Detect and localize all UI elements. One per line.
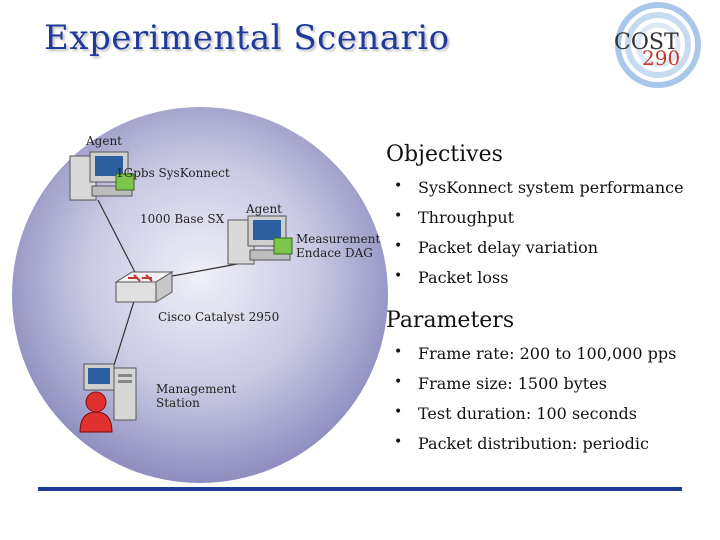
list-item: •SysKonnect system performance xyxy=(394,178,684,197)
bullet-icon: • xyxy=(394,178,403,194)
parameters-list: •Frame rate: 200 to 100,000 pps •Frame s… xyxy=(394,344,676,464)
list-item: •Frame size: 1500 bytes xyxy=(394,374,607,393)
computer-icon xyxy=(69,151,135,201)
parameters-heading: Parameters xyxy=(386,308,515,333)
slide-title: Experimental Scenario xyxy=(44,18,450,58)
management-computer-icon xyxy=(83,363,137,421)
bullet-icon: • xyxy=(394,238,403,254)
link-sx-label: 1000 Base SX xyxy=(140,212,225,226)
bullet-icon: • xyxy=(394,208,403,224)
bullet-icon: • xyxy=(394,404,403,420)
agent-top-label: Agent xyxy=(86,134,122,148)
list-item: •Frame rate: 200 to 100,000 pps xyxy=(394,344,677,363)
logo-text-290: 290 xyxy=(642,46,681,70)
objectives-heading: Objectives xyxy=(386,142,503,167)
user-icon xyxy=(79,391,113,433)
list-item: •Throughput xyxy=(394,208,515,227)
list-item: •Packet distribution: periodic xyxy=(394,434,649,453)
link-gbps-label: 1Gpbs SysKonnect xyxy=(116,166,230,180)
computer-icon xyxy=(227,215,293,265)
logo-text-cost: COST xyxy=(614,30,679,55)
list-item: •Test duration: 100 seconds xyxy=(394,404,637,423)
bullet-icon: • xyxy=(394,344,403,360)
network-sphere xyxy=(12,107,388,483)
cost-logo-rings xyxy=(615,2,701,88)
switch-label: Cisco Catalyst 2950 xyxy=(158,310,280,324)
footer-divider xyxy=(38,487,682,491)
list-item: •Packet loss xyxy=(394,268,509,287)
management-label: Management Station xyxy=(156,382,237,410)
switch-icon xyxy=(114,271,174,303)
bullet-icon: • xyxy=(394,268,403,284)
agent-mid-label: Agent xyxy=(246,202,282,216)
measurement-label: Measurement Endace DAG xyxy=(296,232,381,260)
objectives-list: •SysKonnect system performance •Throughp… xyxy=(394,178,684,298)
bullet-icon: • xyxy=(394,374,403,390)
list-item: •Packet delay variation xyxy=(394,238,599,257)
bullet-icon: • xyxy=(394,434,403,450)
